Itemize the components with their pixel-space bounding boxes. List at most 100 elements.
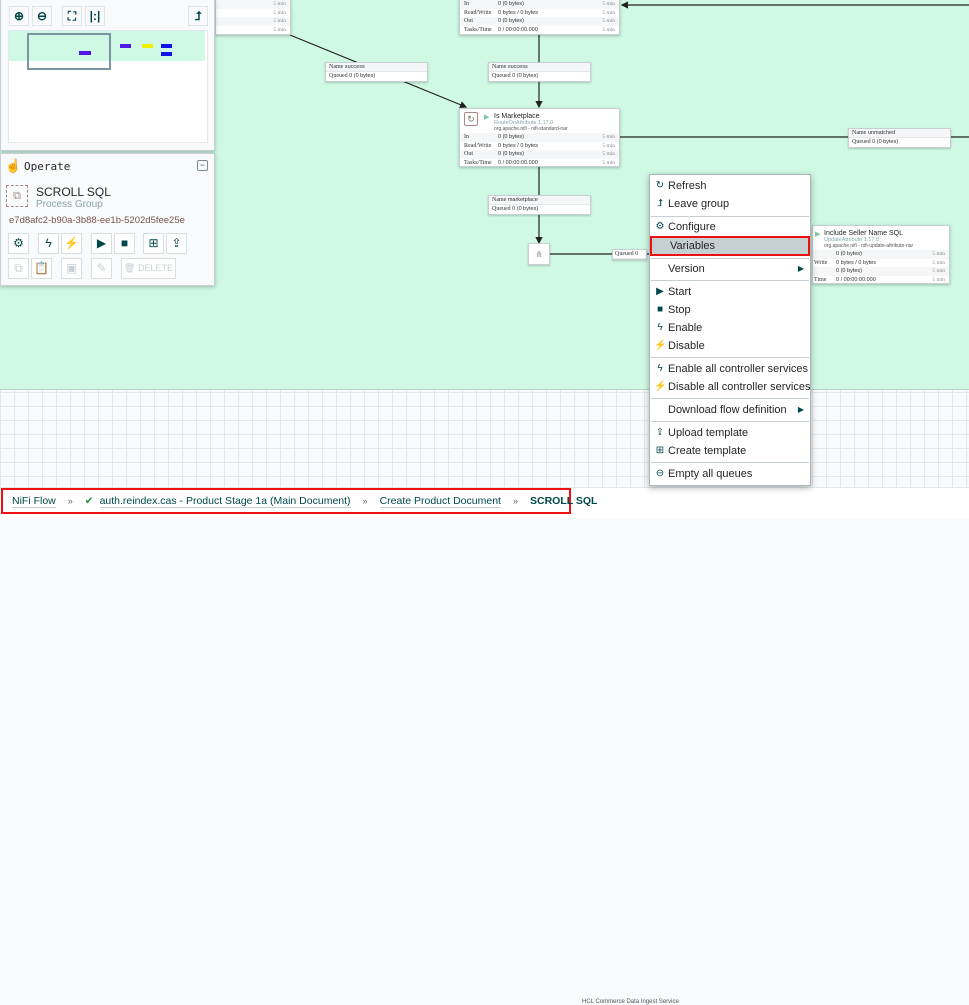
stat-time: 5 min [932,259,945,266]
upload-template-button[interactable]: ⇪ [166,233,187,254]
submenu-arrow-icon: ▶ [797,264,804,273]
connection-name: marketplace [507,197,538,203]
menu-separator [651,421,809,422]
leave-group-icon[interactable]: ⮥ [188,6,208,26]
connection-name: unmatched [867,130,896,136]
menu-separator [651,357,809,358]
processor-bundle: org.apache.nifi - nifi-standard-nar [494,126,568,132]
configure-button[interactable]: ⚙ [8,233,29,254]
stop-icon: ■ [656,304,664,315]
birdseye-view[interactable] [8,30,208,143]
processor-is-marketplace[interactable]: ↻▶ Is Marketplace RouteOnAttribute 1.17.… [459,108,620,167]
create-template-button[interactable]: ⊞ [143,233,164,254]
trash-icon: 🗑 [124,263,136,273]
stat-value: 0 (0 bytes) [836,251,862,257]
stat-value: 0 / 00:00:00.000 [498,26,538,33]
stat-value: 0 (0 bytes) [836,268,862,274]
disable-button[interactable]: ⚡ [61,233,82,254]
start-button[interactable]: ▶ [91,233,112,254]
enable-icon: ϟ [657,322,663,333]
processor-icon: ↻ [464,112,478,126]
connection-label-partial[interactable]: Queued 0 [613,250,646,259]
menu-item-version[interactable]: Version▶ [650,260,810,278]
name-label: Name [492,197,507,203]
menu-label: Start [668,286,692,298]
color-button[interactable]: ✎ [91,258,112,279]
menu-item-empty-all-queues[interactable]: ⊖Empty all queues [650,465,810,483]
stat-time: 5 min [602,134,615,140]
operate-title: Operate [24,160,71,173]
connection-name: success [344,64,365,70]
stat-value: 0 / 00:00:00.000 [498,159,538,166]
running-icon: ▶ [484,114,490,121]
stat-label [220,0,260,9]
processor-include-seller-name-sql[interactable]: ▶ Include Seller Name SQL UpdateAttribut… [812,225,950,284]
queued-label: Queued [329,73,348,79]
component-type: Process Group [36,199,103,210]
stat-value: 0 / 00:00:00.000 [836,276,876,283]
menu-item-upload-template[interactable]: ⇪Upload template [650,424,810,442]
copy-button[interactable]: ⧉ [8,258,29,279]
menu-item-refresh[interactable]: ↻Refresh [650,177,810,195]
zoom-in-icon[interactable]: ⊕ [9,6,29,26]
zoom-out-icon[interactable]: ⊖ [32,6,52,26]
delete-button[interactable]: 🗑 DELETE [121,258,176,279]
viewport-box[interactable] [27,33,111,70]
menu-item-create-template[interactable]: ⊞Create template [650,442,810,460]
menu-item-stop[interactable]: ■Stop [650,301,810,319]
disable-icon: ⚡ [654,381,667,392]
stat-label: Tasks/Time [464,159,492,166]
stat-value: 0 (0 bytes) [498,1,524,7]
enable-button[interactable]: ϟ [38,233,59,254]
stat-label: Out [464,18,473,24]
menu-item-configure[interactable]: ⚙Configure [650,218,810,236]
menu-label: Create template [668,445,747,457]
queued-value: 0 (0 bytes) [512,73,539,79]
menu-item-start[interactable]: ▶ Start [650,283,810,301]
queued-label: Queued [852,139,871,145]
paste-button[interactable]: 📋 [31,258,52,279]
stop-button[interactable]: ■ [114,233,135,254]
breadcrumb-nifi-flow[interactable]: NiFi Flow [12,494,56,508]
navigator-panel: ⊕ ⊖ ⛶ |:| ⮥ [0,0,215,151]
breadcrumb-create-product-document[interactable]: Create Product Document [379,494,501,508]
refresh-icon: ↻ [655,180,665,191]
stat-value: 0 (0 bytes) [498,18,524,24]
processor-partial[interactable]: 5 min 5 min 5 min 5 min [215,0,291,35]
menu-label: Empty all queues [668,468,753,480]
footer-text: HCL Commerce Data Ingest Service [582,999,679,1005]
play-icon: ▶ [656,286,664,297]
actual-size-icon[interactable]: |:| [85,6,105,26]
menu-label: Leave group [668,198,730,210]
menu-item-variables[interactable]: Variables [650,236,810,256]
menu-item-disable-all-controller-services[interactable]: ⚡Disable all controller services [650,378,810,396]
stat-time: 5 min [273,26,286,33]
breadcrumb-main-document[interactable]: auth.reindex.cas - Product Stage 1a (Mai… [99,494,351,508]
stat-time: 5 min [602,9,615,16]
menu-separator [651,280,809,281]
leave-group-icon: ⮥ [657,198,663,209]
menu-item-download-flow-definition[interactable]: Download flow definition▶ [650,401,810,419]
stat-label [814,267,836,276]
menu-item-leave-group[interactable]: ⮥ Leave group [650,195,810,213]
menu-item-disable[interactable]: ⚡Disable [650,337,810,355]
name-label: Name [329,64,344,70]
process-group-icon: ⧉ [6,185,28,207]
stat-label: Write [814,259,828,266]
group-button[interactable]: ▣ [61,258,82,279]
stat-value: 0 bytes / 0 bytes [498,9,539,16]
stat-label: In [464,1,469,7]
stat-value: 0 bytes / 0 bytes [498,142,539,149]
funnel-icon[interactable]: ⋔ [528,243,550,265]
fit-screen-icon[interactable]: ⛶ [62,6,82,26]
collapse-icon[interactable]: − [197,160,208,171]
breadcrumb-separator: » [67,496,73,506]
menu-separator [651,398,809,399]
